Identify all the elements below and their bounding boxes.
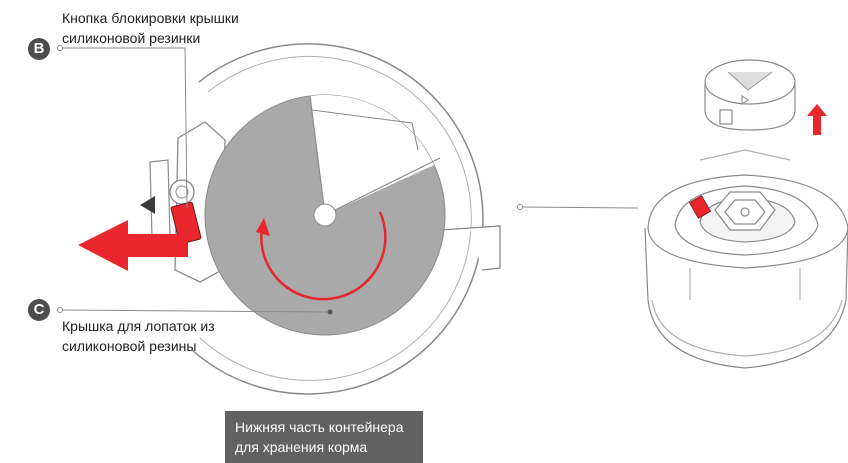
removable-cap [704,59,796,131]
lock-button-label: Кнопка блокировки крышки силиконовой рез… [62,8,239,48]
rotation-arrow-icon [256,211,387,301]
silicone-paddle-cover [204,94,446,336]
caption-line1: Нижняя часть контейнера [235,419,404,435]
lock-button-label-line1: Кнопка блокировки крышки [62,10,239,26]
slide-left-arrow-icon [78,220,188,271]
paddle-cover-label: Крышка для лопаток из силиконовой резины [62,316,215,356]
caption-line2: для хранения корма [235,439,368,455]
feeder-bowl-base [644,149,848,369]
lock-button [170,201,202,245]
badge-b: B [28,38,50,60]
container-bottom-caption: Нижняя часть контейнера для хранения кор… [225,411,423,463]
badge-c: C [28,299,50,321]
lock-button-label-line2: силиконовой резинки [62,30,201,46]
bowl-lock-button [688,195,712,219]
lid-outer-ring [191,43,484,395]
pointer-triangle-icon [140,196,155,214]
paddle-cover-label-line2: силиконовой резины [62,338,197,354]
lid-tab [439,225,501,271]
lift-up-arrow-icon [807,104,827,135]
leader-lines [57,45,639,315]
paddle-cover-label-line1: Крышка для лопаток из [62,318,215,334]
